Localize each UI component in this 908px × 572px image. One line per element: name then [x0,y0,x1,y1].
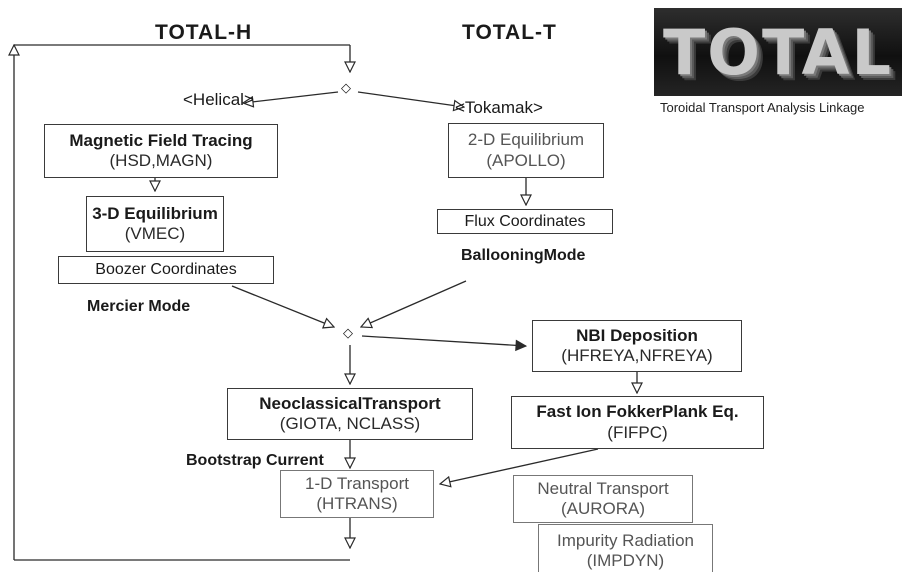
neoclassical-transport-box: NeoclassicalTransport (GIOTA, NCLASS) [227,388,473,440]
bootstrap-current-label: Bootstrap Current [186,452,324,469]
neutral-transport-title: Neutral Transport [537,478,669,498]
arrow-ballooning [361,280,467,327]
flux-coordinates-title: Flux Coordinates [464,212,586,230]
ballooning-mode-label: BallooningMode [461,247,586,264]
fast-ion-fokker-planck-title: Fast Ion FokkerPlank Eq. [536,402,739,422]
arrow-fastion-to-1d [440,448,599,484]
boozer-coordinates-title: Boozer Coordinates [95,261,237,279]
equilibrium-3d-title: 3-D Equilibrium [92,203,218,223]
arrow-to-tokamak [357,91,464,107]
arrow-to-nbi [361,335,526,346]
magnetic-field-tracing-box: Magnetic Field Tracing (HSD,MAGN) [44,124,278,178]
transport-1d-code: (HTRANS) [316,494,398,513]
equilibrium-3d-code: (VMEC) [124,224,186,243]
neoclassical-transport-title: NeoclassicalTransport [259,393,441,413]
neutral-transport-code: (AURORA) [560,499,646,518]
boozer-coordinates-box: Boozer Coordinates [58,256,274,284]
fast-ion-fokker-planck-box: Fast Ion FokkerPlank Eq. (FIFPC) [511,396,764,449]
helical-branch-label: <Helical> [183,90,254,109]
equilibrium-2d-box: 2-D Equilibrium (APOLLO) [448,123,604,178]
impurity-radiation-title: Impurity Radiation [556,531,694,550]
logo-caption: Toroidal Transport Analysis Linkage [660,100,865,115]
mercier-mode-label: Mercier Mode [87,298,191,315]
neoclassical-transport-code: (GIOTA, NCLASS) [279,414,421,433]
nbi-deposition-code: (HFREYA,NFREYA) [561,346,713,365]
fast-ion-fokker-planck-code: (FIFPC) [607,422,668,442]
nbi-deposition-title: NBI Deposition [576,325,698,345]
impurity-radiation-box: Impurity Radiation (IMPDYN) [538,524,713,572]
transport-1d-box: 1-D Transport (HTRANS) [280,470,434,518]
magnetic-field-tracing-title: Magnetic Field Tracing [69,130,253,150]
equilibrium-3d-box: 3-D Equilibrium (VMEC) [86,196,224,252]
tokamak-branch-label: <Tokamak> [455,98,543,117]
logo-wordmark: TOTAL [663,15,893,89]
equilibrium-2d-title: 2-D Equilibrium [467,130,585,150]
merge-diamond: ◇ [343,325,353,340]
impurity-radiation-code: (IMPDYN) [586,551,665,571]
split-diamond: ◇ [341,80,351,95]
magnetic-field-tracing-code: (HSD,MAGN) [109,151,213,170]
total-t-header: TOTAL-T [462,21,557,44]
nbi-deposition-box: NBI Deposition (HFREYA,NFREYA) [532,320,742,372]
flux-coordinates-box: Flux Coordinates [437,209,613,234]
transport-1d-title: 1-D Transport [305,473,409,493]
arrow-mercier [231,285,334,327]
arrow-to-helical [243,91,339,103]
total-h-header: TOTAL-H [155,21,253,44]
equilibrium-2d-code: (APOLLO) [486,150,566,170]
neutral-transport-box: Neutral Transport (AURORA) [513,475,693,523]
total-logo: TOTAL [654,8,902,96]
